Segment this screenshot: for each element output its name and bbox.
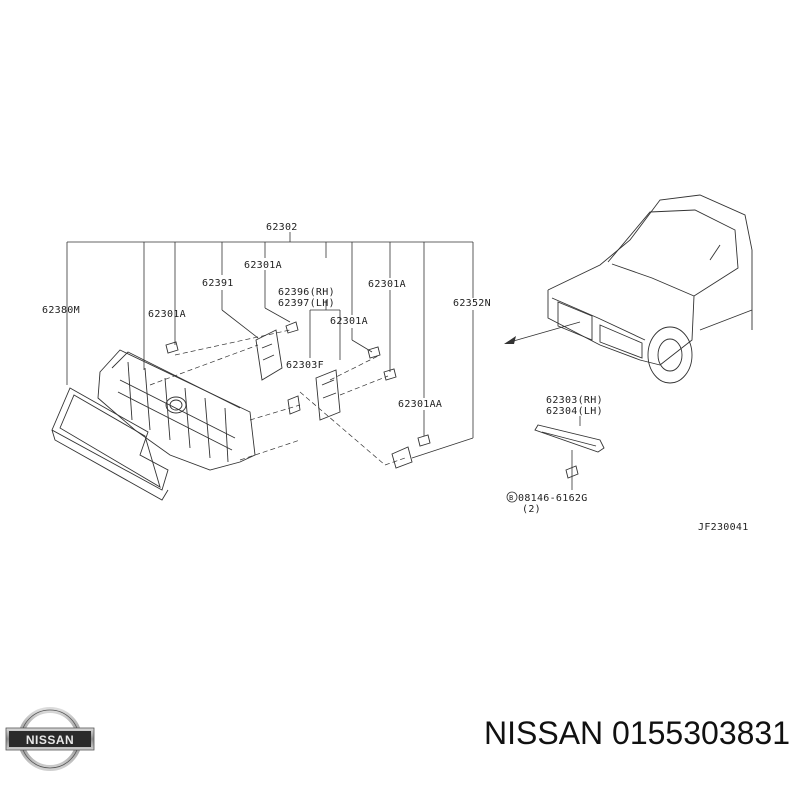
part-number: 0155303831 — [612, 715, 790, 751]
part-labels: 62302 62301A 62391 62396(RH) 62397(LH) 6… — [42, 222, 749, 533]
label-62352n: 62352N — [453, 298, 491, 309]
garnish — [534, 424, 605, 453]
label-62301a-right: 62301A — [368, 279, 406, 290]
label-62301a-left: 62301A — [148, 309, 186, 320]
label-62301a-mid: 62301A — [330, 316, 368, 327]
label-bolt-qty: (2) — [522, 504, 541, 515]
label-62302: 62302 — [266, 222, 298, 233]
bolt-marker: B — [509, 494, 514, 502]
label-62301a-top: 62301A — [244, 260, 282, 271]
label-62396: 62396(RH) — [278, 287, 335, 298]
screws — [165, 321, 579, 479]
label-62397: 62397(LH) — [278, 298, 335, 309]
vehicle-outline — [547, 194, 753, 384]
logo-text: NISSAN — [26, 733, 74, 747]
label-62303: 62303(RH) — [546, 395, 603, 406]
part-title: NISSAN 0155303831 — [385, 715, 790, 752]
nissan-logo-icon: NISSAN — [5, 707, 95, 771]
label-62391: 62391 — [202, 278, 234, 289]
label-62304: 62304(LH) — [546, 406, 603, 417]
label-62301aa: 62301AA — [398, 399, 442, 410]
leader-lines — [66, 232, 581, 490]
label-62380m: 62380M — [42, 305, 80, 316]
grille-assembly — [51, 329, 406, 501]
label-bolt-code: 08146-6162G — [518, 493, 588, 504]
brackets — [255, 329, 413, 469]
label-62303f: 62303F — [286, 360, 324, 371]
brand-name: NISSAN — [484, 715, 604, 751]
diagram-code: JF230041 — [698, 522, 749, 533]
